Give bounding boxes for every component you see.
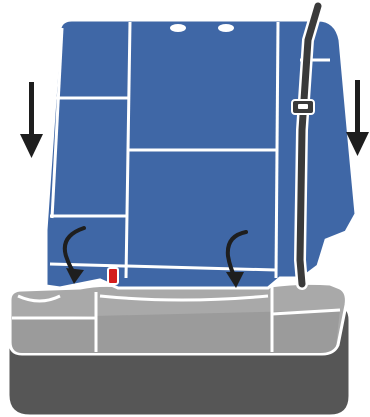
backrest-seams	[49, 21, 330, 279]
down-arrow-icon	[20, 80, 369, 158]
seat-belt-icon	[291, 0, 324, 290]
curved-arrow-heads	[66, 268, 244, 288]
release-latch-icon	[107, 267, 119, 285]
headrest-hole-left	[170, 24, 186, 32]
cushion-seams	[12, 286, 341, 352]
headrest-hole-right	[218, 24, 234, 32]
seat-cushion-front	[12, 310, 340, 353]
